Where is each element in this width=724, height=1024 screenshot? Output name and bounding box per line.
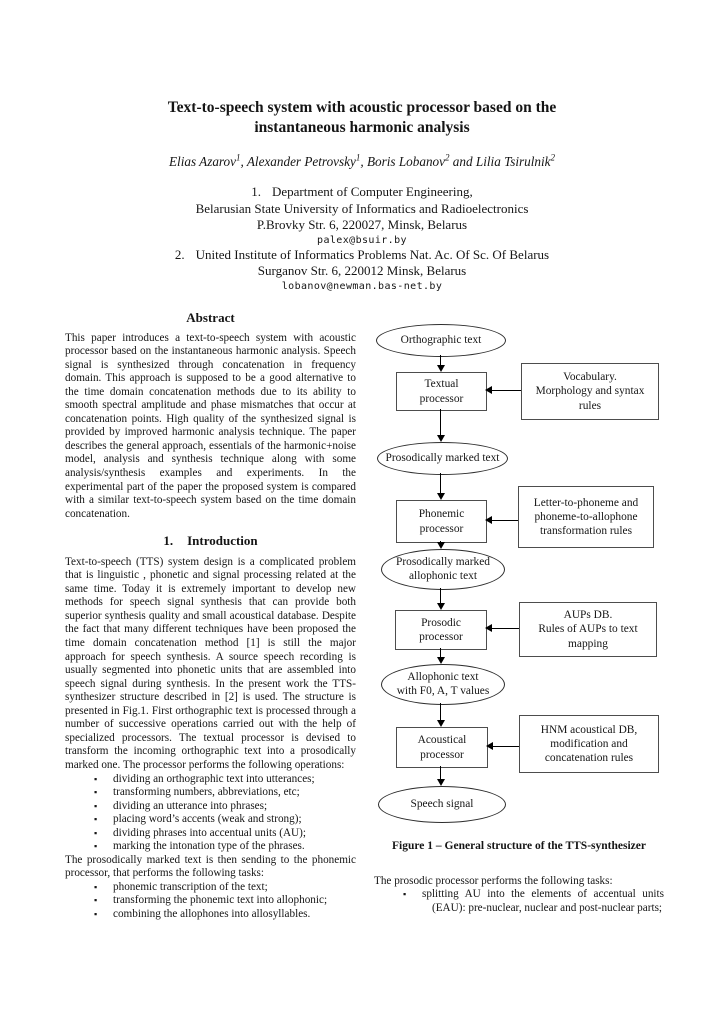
flow-node-textual-processor: Textual processor (396, 372, 487, 411)
figure-caption: Figure 1 – General structure of the TTS-… (392, 840, 646, 852)
tts-flowchart: Orthographic text Prosodically marked te… (374, 322, 664, 824)
author-4-affmark: 2 (550, 153, 556, 163)
flow-arrowhead-down-icon (436, 542, 445, 549)
author-3-affmark: 2 (445, 153, 450, 163)
flow-arrowhead-left-icon (485, 516, 492, 524)
author-2-affmark: 1 (355, 153, 361, 163)
section-heading-introduction: 1.Introduction (163, 533, 258, 549)
flow-arrowhead-down-icon (436, 365, 445, 372)
flow-arrow-down-icon (440, 541, 442, 542)
bullet-list-prosodic-tasks: ▪splitting AU into the elements of accen… (374, 888, 664, 915)
flow-arrow-down-icon (440, 355, 442, 365)
list-item: ▪splitting AU into the elements of accen… (403, 888, 664, 914)
list-item: ▪transforming numbers, abbreviations, et… (94, 786, 300, 799)
flow-arrowhead-down-icon (436, 435, 445, 442)
flow-arrow-down-icon (440, 409, 442, 435)
flow-arrowhead-left-icon (485, 386, 492, 394)
list-item: ▪marking the intonation type of the phra… (94, 840, 305, 853)
affiliation-1-email: palex@bsuir.by (317, 234, 407, 246)
bullet-icon: ▪ (403, 889, 407, 900)
prosodic-tasks-paragraph: The prosodic processor performs the foll… (374, 874, 613, 887)
flow-arrowhead-down-icon (436, 493, 445, 500)
flow-node-prosodically-marked-allophonic-text: Prosodically marked allophonic text (381, 549, 505, 590)
flow-arrow-down-icon (440, 703, 442, 720)
bullet-icon: ▪ (94, 814, 98, 825)
bullet-list-phonemic-tasks: ▪phonemic transcription of the text; ▪tr… (65, 881, 356, 922)
bullet-list-textual-operations: ▪dividing an orthographic text into utte… (65, 773, 356, 854)
page-title: Text-to-speech system with acoustic proc… (72, 98, 652, 138)
bullet-icon: ▪ (94, 908, 98, 919)
flow-arrowhead-down-icon (436, 779, 445, 786)
list-item: ▪dividing an utterance into phrases; (94, 799, 268, 812)
list-item: ▪phonemic transcription of the text; (94, 880, 268, 893)
page-title-text: Text-to-speech system with acoustic proc… (167, 99, 557, 137)
flow-arrow-down-icon (440, 588, 442, 603)
affiliation-1-line-2: Belarusian State University of Informati… (195, 200, 529, 216)
introduction-paragraph-2: The prosodically marked text is then sen… (65, 853, 356, 880)
introduction-paragraph-1: Text-to-speech (TTS) system design is a … (65, 555, 356, 771)
abstract-heading: Abstract (186, 310, 235, 325)
authors-line: Elias Azarov1, Alexander Petrovsky1, Bor… (40, 153, 684, 170)
abstract-text: This paper introduces a text-to-speech s… (65, 331, 356, 520)
affiliation-1-line-3: P.Brovky Str. 6, 220027, Minsk, Belarus (256, 217, 468, 232)
bullet-icon: ▪ (94, 895, 98, 906)
affiliation-2-email: lobanov@newman.bas-net.by (281, 280, 443, 292)
flow-arrow-left-icon (493, 746, 519, 748)
affiliation-1-line-1: 1.Department of Computer Engineering, (251, 184, 473, 199)
flow-arrowhead-down-icon (436, 720, 445, 727)
flow-node-prosodically-marked-text: Prosodically marked text (377, 442, 508, 475)
flow-node-speech-signal: Speech signal (378, 786, 506, 823)
affiliations-block: 1.Department of Computer Engineering, Be… (40, 184, 684, 293)
flow-arrow-left-icon (492, 628, 519, 630)
flow-arrow-down-icon (440, 473, 442, 493)
flow-arrowhead-left-icon (486, 742, 493, 750)
bullet-icon: ▪ (94, 827, 98, 838)
flow-node-aups-db: AUPs DB. Rules of AUPs to text mapping (519, 602, 657, 657)
flow-node-letter-to-phoneme-rules: Letter-to-phoneme and phoneme-to-allopho… (518, 486, 654, 548)
flow-arrowhead-down-icon (436, 657, 445, 664)
bullet-icon: ▪ (94, 787, 98, 798)
flow-node-prosodic-processor: Prosodic processor (395, 610, 487, 650)
flow-node-vocabulary-rules: Vocabulary. Morphology and syntax rules (521, 363, 659, 420)
flow-node-phonemic-processor: Phonemic processor (396, 500, 487, 543)
affiliation-2-line-1: 2.United Institute of Informatics Proble… (174, 246, 550, 262)
right-column: Orthographic text Prosodically marked te… (374, 322, 664, 915)
left-column: Abstract This paper introduces a text-to… (65, 311, 356, 922)
flow-arrow-down-icon (440, 648, 442, 657)
list-item: ▪placing word’s accents (weak and strong… (94, 813, 302, 826)
author-1: Elias Azarov1, (168, 153, 247, 170)
bullet-icon: ▪ (94, 800, 98, 811)
flow-arrowhead-left-icon (485, 624, 492, 632)
flow-arrow-left-icon (492, 520, 518, 522)
flow-node-orthographic-text: Orthographic text (376, 324, 506, 357)
list-item: ▪dividing phrases into accentual units (… (94, 826, 306, 839)
list-item: ▪dividing an orthographic text into utte… (94, 772, 315, 785)
author-2: Alexander Petrovsky1, (246, 153, 367, 170)
flow-node-allophonic-text-f0-a-t: Allophonic text with F0, A, T values (381, 664, 505, 705)
affiliation-2-line-2: Surganov Str. 6, 220012 Minsk, Belarus (257, 263, 467, 278)
author-4: Lilia Tsirulnik2 (475, 153, 556, 170)
author-1-affmark: 1 (236, 153, 241, 163)
bullet-icon: ▪ (94, 841, 98, 852)
flow-arrow-left-icon (492, 390, 521, 392)
flow-arrow-down-icon (440, 766, 442, 779)
flow-node-acoustical-processor: Acoustical processor (396, 727, 488, 768)
flow-arrowhead-down-icon (436, 603, 445, 610)
bullet-icon: ▪ (94, 773, 98, 784)
list-item: ▪transforming the phonemic text into all… (94, 894, 328, 907)
bullet-icon: ▪ (94, 881, 98, 892)
flow-node-hnm-acoustical-db: HNM acoustical DB, modification and conc… (519, 715, 659, 773)
list-item: ▪combining the allophones into allosylla… (94, 907, 311, 920)
author-3: Boris Lobanov2 and (366, 153, 476, 170)
